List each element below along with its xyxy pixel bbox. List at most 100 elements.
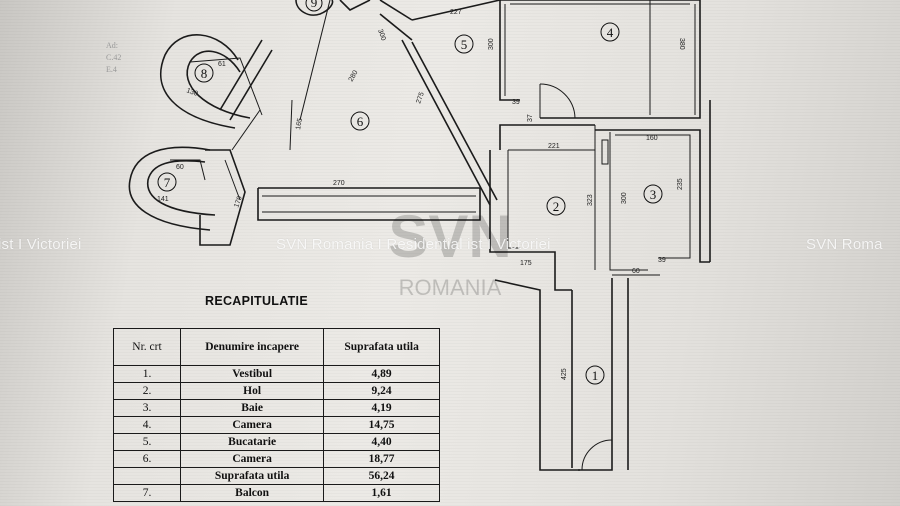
room-number: 7 bbox=[164, 175, 171, 190]
cell-name: Bucatarie bbox=[179, 433, 325, 451]
dim-label: 275 bbox=[415, 91, 426, 104]
header-area: Suprafata utila bbox=[323, 328, 440, 366]
table-row: 6. Camera 18,77 bbox=[113, 450, 440, 468]
watermark-text-center: SVN Romania I Residential ist I Victorie… bbox=[276, 236, 551, 253]
dim-label: 300 bbox=[376, 28, 387, 41]
dim-label: 39 bbox=[512, 99, 520, 106]
watermark-logo-text: SVN bbox=[388, 203, 511, 270]
cell-name: Balcon bbox=[179, 484, 325, 502]
cell-area: 14,75 bbox=[323, 416, 440, 434]
cell-name: Camera bbox=[179, 416, 325, 434]
cell-name: Vestibul bbox=[179, 365, 325, 383]
room-number: 1 bbox=[592, 368, 599, 383]
room-number: 3 bbox=[650, 187, 657, 202]
cell-name: Suprafata utila bbox=[179, 467, 325, 485]
margin-note: E.4 bbox=[106, 65, 117, 74]
header-name: Denumire incapere bbox=[179, 328, 325, 366]
margin-notes: Ad: C.42 E.4 bbox=[106, 40, 121, 76]
room-label-4 bbox=[600, 22, 620, 42]
dim-label: 300 bbox=[621, 192, 628, 204]
table-header-row: Nr. crt Denumire incapere Suprafata util… bbox=[113, 328, 440, 366]
walls-center-block bbox=[489, 100, 711, 291]
dim-label: 39 bbox=[658, 257, 666, 264]
room-number: 5 bbox=[461, 37, 468, 52]
dim-label: 323 bbox=[587, 194, 594, 206]
dim-label: 221 bbox=[548, 143, 560, 150]
room-number: 8 bbox=[201, 66, 208, 81]
cell-area: 1,61 bbox=[323, 484, 440, 502]
walls-vestibul bbox=[494, 274, 660, 471]
dim-label: 175 bbox=[520, 260, 532, 267]
watermark-text-right: SVN Roma bbox=[806, 236, 883, 253]
dim-label: 425 bbox=[561, 368, 568, 380]
walls-room-6 bbox=[219, 0, 498, 221]
cell-name: Baie bbox=[179, 399, 325, 417]
table-row: 7. Balcon 1,61 bbox=[113, 484, 440, 502]
header-nr: Nr. crt bbox=[113, 328, 181, 366]
room-number: 4 bbox=[607, 25, 614, 40]
recap-table: Nr. crt Denumire incapere Suprafata util… bbox=[113, 328, 440, 502]
room-label-8 bbox=[194, 63, 214, 83]
dimension-labels: 227 300 380 300 280 275 165 61 130 39 37… bbox=[157, 9, 685, 380]
cell-area: 9,24 bbox=[323, 382, 440, 400]
table-row: 2. Hol 9,24 bbox=[113, 382, 440, 400]
dim-label: 61 bbox=[218, 61, 226, 68]
cell-nr: 1. bbox=[113, 365, 181, 383]
room-number: 2 bbox=[553, 199, 560, 214]
room-label-7 bbox=[157, 172, 177, 192]
cell-area: 56,24 bbox=[323, 467, 440, 485]
cell-nr bbox=[113, 467, 181, 485]
dim-label: 300 bbox=[488, 38, 495, 50]
table-row: 3. Baie 4,19 bbox=[113, 399, 440, 417]
margin-note: Ad: bbox=[106, 41, 118, 50]
cell-nr: 3. bbox=[113, 399, 181, 417]
room-number: 9 bbox=[311, 0, 318, 10]
room-number: 6 bbox=[357, 114, 364, 129]
dim-label: 60 bbox=[176, 164, 184, 171]
dim-label: 130 bbox=[185, 87, 198, 98]
dim-label: 37 bbox=[527, 114, 534, 122]
table-row: 5. Bucatarie 4,40 bbox=[113, 433, 440, 451]
dim-label: 179 bbox=[233, 195, 244, 208]
room-label-1 bbox=[585, 365, 605, 385]
table-row: Suprafata utila 56,24 bbox=[113, 467, 440, 485]
cell-nr: 6. bbox=[113, 450, 181, 468]
cell-name: Camera bbox=[179, 450, 325, 468]
walls-room-8 bbox=[160, 34, 263, 151]
cell-name: Hol bbox=[179, 382, 325, 400]
dim-label: 160 bbox=[646, 135, 658, 142]
cell-area: 4,89 bbox=[323, 365, 440, 383]
cell-nr: 4. bbox=[113, 416, 181, 434]
watermark-logo: SVN ROMANIA bbox=[388, 203, 511, 300]
cell-area: 4,19 bbox=[323, 399, 440, 417]
table-row: 4. Camera 14,75 bbox=[113, 416, 440, 434]
recap-title: RECAPITULATIE bbox=[205, 294, 308, 308]
cell-nr: 2. bbox=[113, 382, 181, 400]
walls-room-9 bbox=[295, 0, 334, 16]
room-label-3 bbox=[643, 184, 663, 204]
dim-label: 380 bbox=[678, 38, 685, 50]
cell-area: 18,77 bbox=[323, 450, 440, 468]
room-label-2 bbox=[546, 196, 566, 216]
table-row: 1. Vestibul 4,89 bbox=[113, 365, 440, 383]
cell-nr: 7. bbox=[113, 484, 181, 502]
dim-label: 270 bbox=[333, 180, 345, 187]
walls-right-block bbox=[411, 0, 701, 119]
cell-nr: 5. bbox=[113, 433, 181, 451]
room-labels: 1 2 3 4 5 6 7 8 9 bbox=[157, 0, 663, 385]
walls-room-7 bbox=[128, 146, 246, 246]
room-label-9 bbox=[305, 0, 323, 12]
room-label-6 bbox=[350, 111, 370, 131]
dim-label: 235 bbox=[677, 178, 684, 190]
margin-note: C.42 bbox=[106, 53, 122, 62]
cell-area: 4,40 bbox=[323, 433, 440, 451]
dim-label: 280 bbox=[348, 69, 360, 83]
dim-label: 227 bbox=[450, 9, 462, 16]
dim-label: 141 bbox=[157, 196, 169, 203]
watermark-logo-subtext: ROMANIA bbox=[399, 275, 502, 300]
watermark-text-left: ist I Victoriei bbox=[0, 236, 82, 253]
dim-label: 60 bbox=[632, 268, 640, 275]
dim-label: 165 bbox=[295, 118, 304, 131]
room-label-5 bbox=[454, 34, 474, 54]
